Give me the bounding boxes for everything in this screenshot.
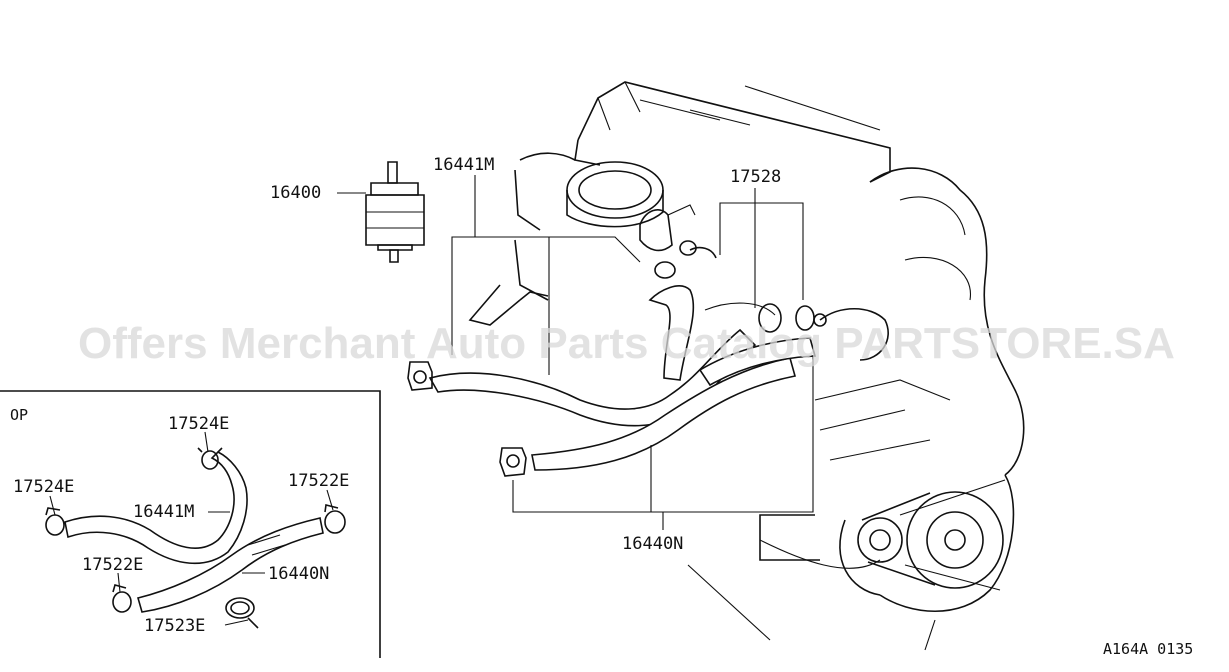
inset-clamp-top[interactable] (197, 447, 223, 470)
inset-label-17522E-lower: 17522E (82, 555, 143, 575)
diagram-code: A164A 0135 (1103, 640, 1193, 658)
hose-clamp[interactable] (499, 447, 527, 477)
inset-label-16441M: 16441M (133, 502, 194, 522)
hose-clamp[interactable] (654, 240, 827, 333)
inset-clamp-right[interactable] (324, 504, 346, 534)
inset-clamp-lower[interactable] (112, 584, 132, 613)
option-inset: OP (0, 390, 381, 658)
watermark: Offers Merchant Auto Parts Catalog PARTS… (78, 319, 1175, 368)
inset-label-17522E-right: 17522E (288, 471, 349, 491)
inset-title: OP (10, 406, 28, 424)
inset-label-17523E: 17523E (144, 616, 205, 636)
fuel-hose-lower[interactable] (531, 337, 817, 471)
part-label-16441M: 16441M (433, 155, 494, 175)
leader-lines (451, 175, 814, 530)
inset-hose-16440N[interactable] (137, 517, 324, 613)
fuel-hose-upper[interactable] (428, 285, 757, 427)
inset-label-17524E-left: 17524E (13, 477, 74, 497)
inset-clamp-left[interactable] (45, 507, 65, 536)
part-label-17528: 17528 (730, 167, 781, 187)
engine-outline (514, 81, 1025, 651)
inset-clamp-bottom[interactable] (225, 597, 259, 629)
part-label-16400: 16400 (270, 183, 321, 203)
inset-label-17524E-top: 17524E (168, 414, 229, 434)
fuel-filter[interactable] (365, 161, 425, 263)
inset-label-16440N: 16440N (268, 564, 329, 584)
hose-clamp[interactable] (407, 361, 433, 391)
part-label-16440N: 16440N (622, 534, 683, 554)
